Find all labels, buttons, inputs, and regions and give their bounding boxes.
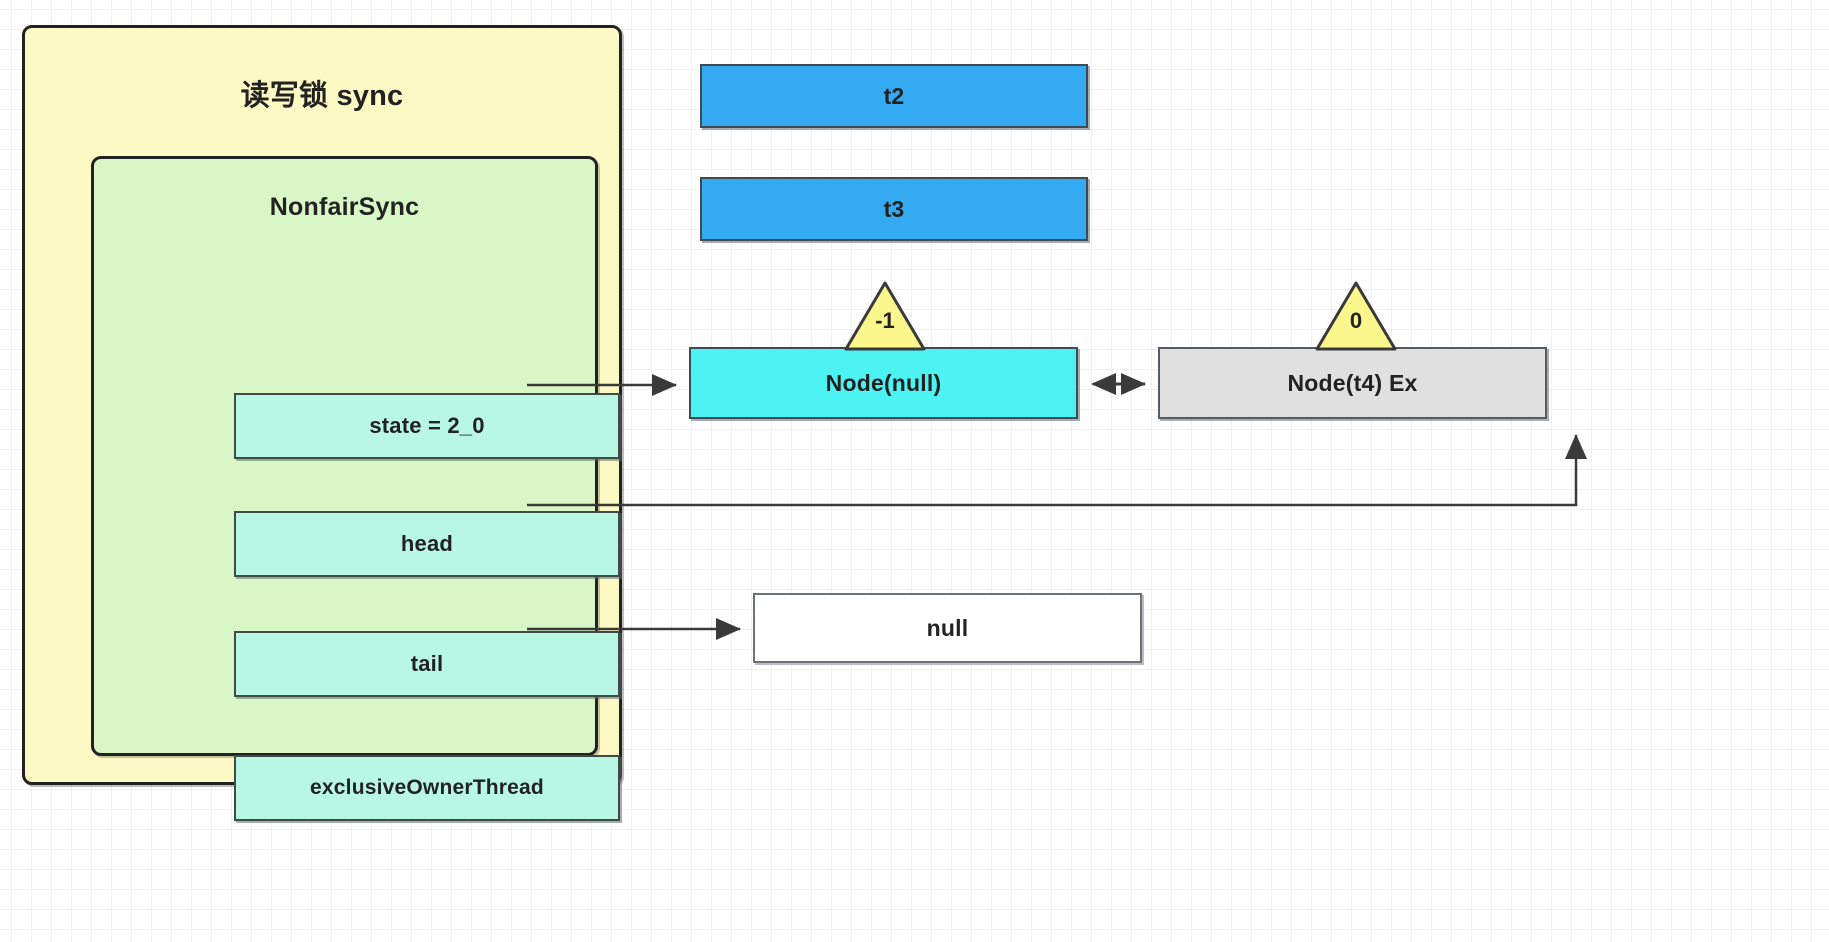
wait-status-triangle-node-t4: 0 xyxy=(1314,280,1398,352)
nonfair-sync-title: NonfairSync xyxy=(269,193,420,221)
edge-tail-to-node-t4 xyxy=(527,434,1587,507)
thread-box-t3: t3 xyxy=(700,177,1088,241)
field-exclusive-owner-thread: exclusiveOwnerThread xyxy=(234,755,620,821)
thread-box-t2: t2 xyxy=(700,64,1088,128)
read-write-lock-sync-container: 读写锁 sync NonfairSync state = 2_0 head ta… xyxy=(22,25,622,821)
wait-status-triangle-node-null: -1 xyxy=(843,280,927,352)
node-null-box: Node(null) xyxy=(689,347,1078,419)
node-t4-exclusive-box: Node(t4) Ex xyxy=(1158,347,1547,419)
field-tail: tail xyxy=(234,631,620,697)
triangle-icon xyxy=(844,281,926,351)
outer-sync-title: 读写锁 sync xyxy=(240,80,404,112)
field-state: state = 2_0 xyxy=(234,393,620,459)
owner-null-box: null xyxy=(753,593,1142,663)
field-head: head xyxy=(234,511,620,577)
nonfair-sync-container: NonfairSync state = 2_0 head tail exclus… xyxy=(91,156,620,821)
wait-status-value-node-null: -1 xyxy=(875,308,895,333)
triangle-icon xyxy=(1315,281,1397,351)
wait-status-value-node-t4: 0 xyxy=(1349,308,1363,333)
